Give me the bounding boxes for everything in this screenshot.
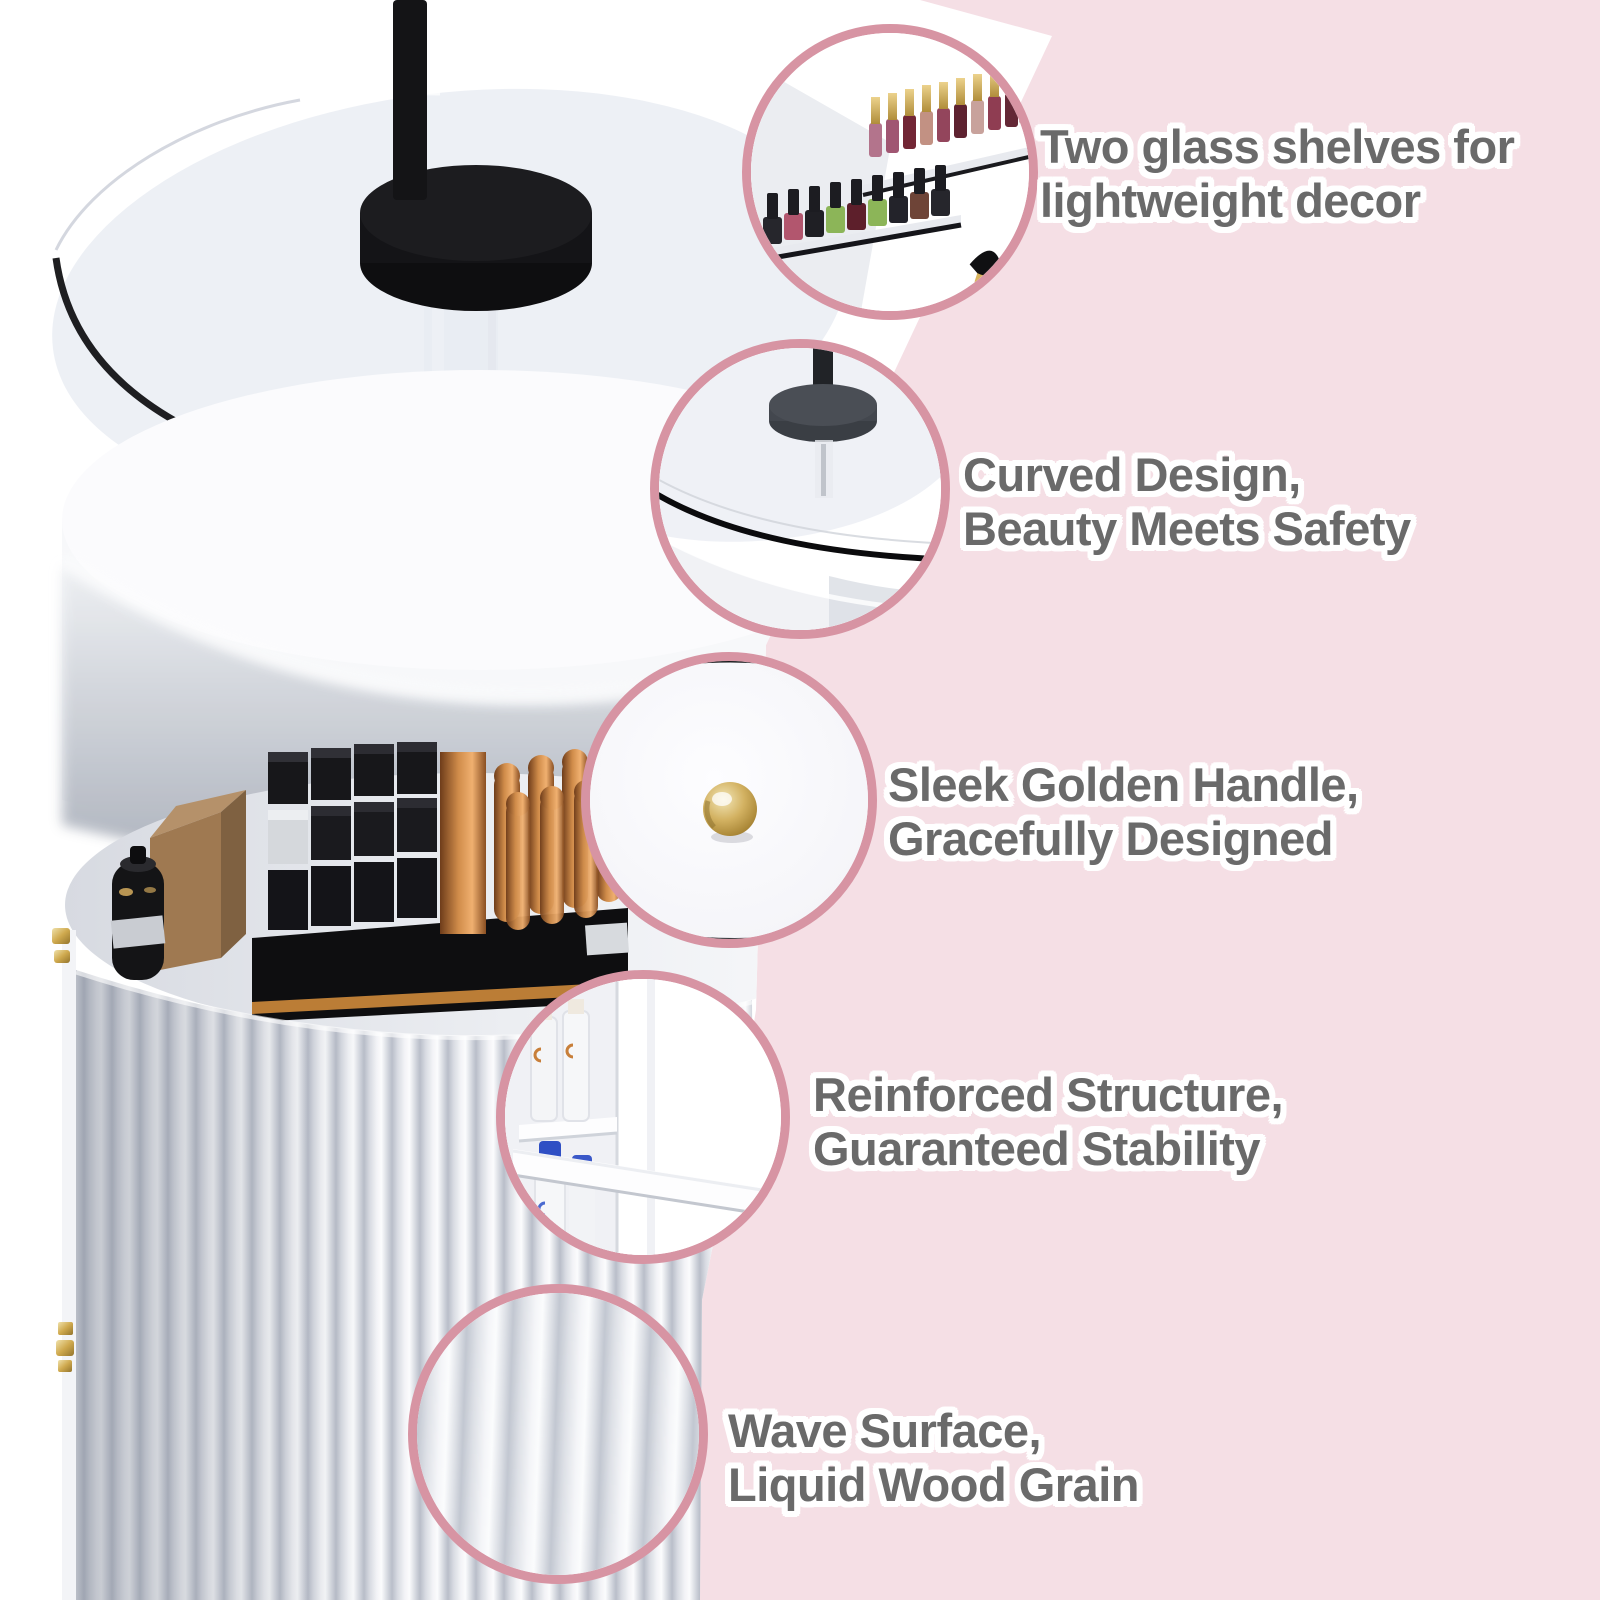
fluted-texture [417, 1293, 699, 1575]
feature-line: Gracefully Designed [888, 812, 1333, 865]
feature-line: Reinforced Structure, [813, 1068, 1284, 1121]
glass-shelf-closeup [659, 348, 941, 563]
lower-glass-shelf [754, 165, 962, 264]
mirror-pole [393, 0, 427, 200]
upper-glass-shelf [862, 64, 1029, 197]
feature-line: Sleek Golden Handle, [888, 758, 1359, 811]
gold-band [440, 752, 486, 934]
support-bar [512, 1149, 781, 1219]
pole-disc-closeup [769, 348, 877, 498]
feature-line: Two glass shelves for [1040, 120, 1515, 173]
feature-line: Curved Design, [963, 448, 1301, 501]
shelf-column [518, 979, 647, 1255]
feature-text-wave-surface: Wave Surface, Liquid Wood Grain [728, 1404, 1139, 1512]
feature-text-golden-handle: Sleek Golden Handle, Gracefully Designed [888, 758, 1359, 866]
feature-text-glass-shelves: Two glass shelves for lightweight decor [1040, 120, 1515, 228]
nail-polish-bottles [763, 165, 950, 244]
feature-line: Wave Surface, [728, 1404, 1042, 1457]
silver-clip [585, 922, 629, 956]
feature-text-curved-design: Curved Design, Beauty Meets Safety [963, 448, 1411, 556]
callout-reinforced-structure [496, 970, 790, 1264]
callout-curved-glass-top [650, 339, 950, 639]
callout-glass-shelves [742, 24, 1038, 320]
gold-knob-upper [52, 928, 70, 963]
kraft-box [150, 790, 246, 972]
cosmetics-set [110, 742, 629, 1022]
lipstick-cubes [268, 742, 437, 930]
feature-line: Liquid Wood Grain [728, 1458, 1139, 1511]
callout-wave-surface [408, 1284, 708, 1584]
golden-knob [703, 782, 757, 843]
gold-knob-lower [56, 1322, 74, 1372]
feature-text-reinforced: Reinforced Structure, Guaranteed Stabili… [813, 1068, 1284, 1176]
black-bottle [110, 846, 166, 980]
feature-line: Guaranteed Stability [813, 1122, 1261, 1175]
feature-line: Beauty Meets Safety [963, 502, 1411, 555]
feature-line: lightweight decor [1040, 174, 1421, 227]
callout-golden-handle [581, 652, 877, 948]
lipstick-organizer [252, 742, 629, 1022]
